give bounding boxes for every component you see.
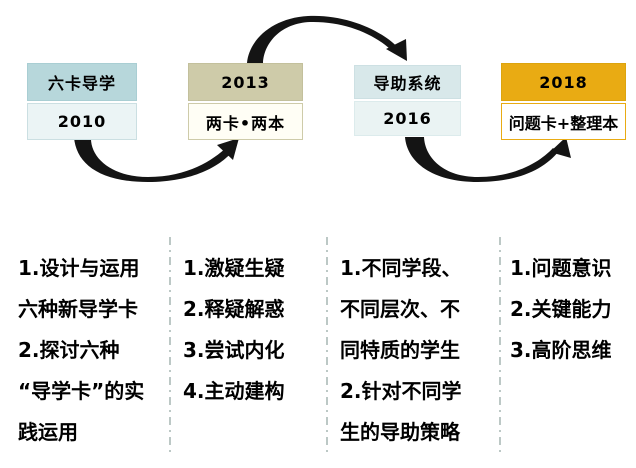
milestone-year: 2010 [27,103,137,140]
detail-line: 2.探讨六种 [18,338,120,362]
detail-column-2010: 1.设计与运用 六种新导学卡 2.探讨六种 “导学卡”的实 践运用 [18,248,144,453]
milestone-title: 导助系统 [354,65,461,99]
detail-line: 1.不同学段、 [340,256,462,280]
detail-line: 4.主动建构 [183,379,285,403]
detail-line: 六种新导学卡 [18,297,138,321]
detail-column-2013: 1.激疑生疑 2.释疑解惑 3.尝试内化 4.主动建构 [183,248,285,412]
milestone-box-2013: 2013 两卡•两本 [188,63,303,140]
detail-line: 同特质的学生 [340,338,460,362]
detail-line: 1.问题意识 [510,256,612,280]
milestone-box-2016: 导助系统 2016 [354,65,461,136]
detail-line: 践运用 [18,420,78,444]
detail-line: 不同层次、不 [340,297,460,321]
detail-line: 1.激疑生疑 [183,256,285,280]
arrow-2010-to-2013 [74,137,239,182]
milestone-box-2018: 2018 问题卡+整理本 [501,63,626,140]
milestone-box-2010: 六卡导学 2010 [27,63,137,140]
detail-line: 2.释疑解惑 [183,297,285,321]
arrow-2013-to-2016 [247,15,407,64]
detail-line: “导学卡”的实 [18,379,145,403]
detail-line: 2.针对不同学 [340,379,462,403]
milestone-year: 2018 [501,63,626,101]
milestone-title: 问题卡+整理本 [501,103,626,140]
detail-line: 1.设计与运用 [18,256,140,280]
milestone-title: 六卡导学 [27,63,137,101]
detail-line: 2.关键能力 [510,297,612,321]
detail-column-2016: 1.不同学段、 不同层次、不 同特质的学生 2.针对不同学 生的导助策略 [340,248,462,453]
milestone-title: 两卡•两本 [188,103,303,140]
milestone-year: 2016 [354,101,461,136]
milestone-year: 2013 [188,63,303,101]
detail-line: 3.高阶思维 [510,338,612,362]
arrow-2016-to-2018 [405,137,571,182]
detail-column-2018: 1.问题意识 2.关键能力 3.高阶思维 [510,248,612,371]
detail-line: 3.尝试内化 [183,338,285,362]
detail-line: 生的导助策略 [340,420,460,444]
